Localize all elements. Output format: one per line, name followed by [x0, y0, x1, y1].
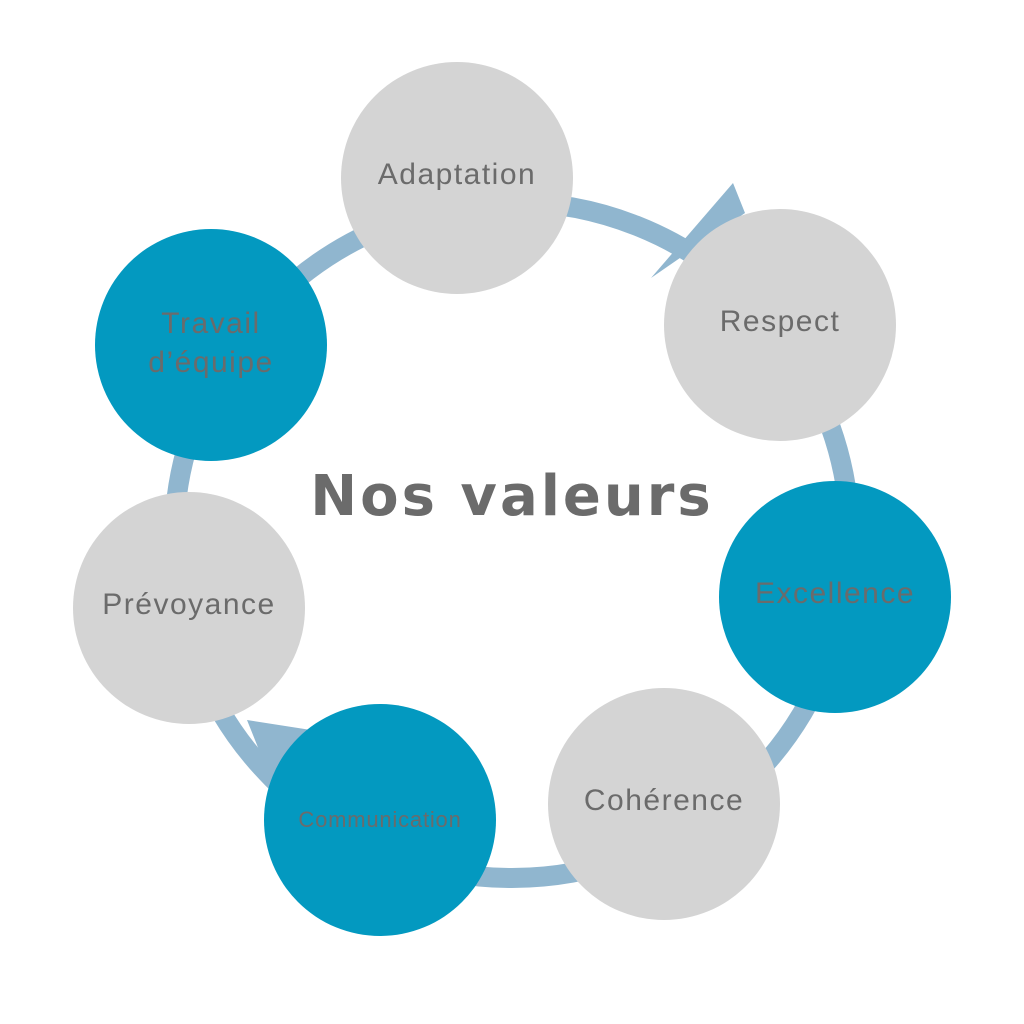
diagram-title: Nos valeurs: [310, 464, 713, 529]
node-travail-equipe-label-line-1: Travail: [161, 307, 260, 340]
node-adaptation: Adaptation: [341, 62, 573, 294]
node-coherence-circle: [548, 688, 780, 920]
node-coherence-label: Cohérence: [584, 784, 744, 817]
node-excellence-label: Excellence: [755, 577, 915, 610]
node-prevoyance: Prévoyance: [73, 492, 305, 724]
node-communication-label: Communication: [298, 807, 461, 832]
cycle-arrowhead-top-right: [651, 183, 745, 278]
node-travail-equipe-label-line-2: d’équipe: [148, 346, 273, 379]
node-excellence: Excellence: [719, 481, 951, 713]
node-adaptation-circle: [341, 62, 573, 294]
node-travail-equipe-circle: [95, 229, 327, 461]
node-respect-circle: [664, 209, 896, 441]
node-communication: Communication: [264, 704, 496, 936]
node-communication-circle: [264, 704, 496, 936]
node-adaptation-label: Adaptation: [378, 158, 536, 191]
node-coherence: Cohérence: [548, 688, 780, 920]
node-respect-label: Respect: [720, 305, 841, 338]
node-prevoyance-circle: [73, 492, 305, 724]
node-respect: Respect: [664, 209, 896, 441]
node-excellence-circle: [719, 481, 951, 713]
node-travail-equipe: Travail d’équipe: [95, 229, 327, 461]
node-prevoyance-label: Prévoyance: [102, 588, 275, 621]
